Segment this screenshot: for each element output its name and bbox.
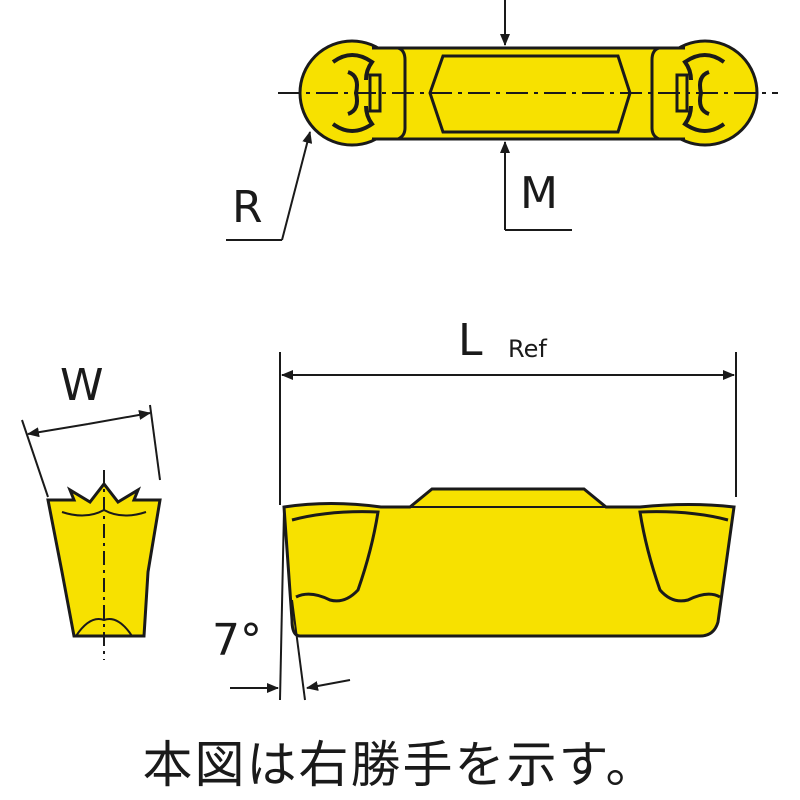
m-dimension — [500, 0, 572, 231]
angle-label: 7° — [212, 615, 262, 666]
end-view-insert — [46, 470, 162, 660]
side-view-insert — [282, 487, 736, 638]
w-dimension — [21, 404, 161, 498]
l-label: L — [458, 315, 483, 366]
w-label: W — [60, 360, 104, 411]
caption-note: 本図は右勝手を示す。 — [142, 736, 658, 794]
top-view-insert — [278, 39, 778, 147]
angle-dimension — [230, 509, 351, 701]
r-leader — [226, 131, 313, 241]
r-label: R — [232, 182, 263, 233]
l-ref-label: Ref — [508, 335, 547, 363]
m-label: M — [520, 168, 558, 219]
